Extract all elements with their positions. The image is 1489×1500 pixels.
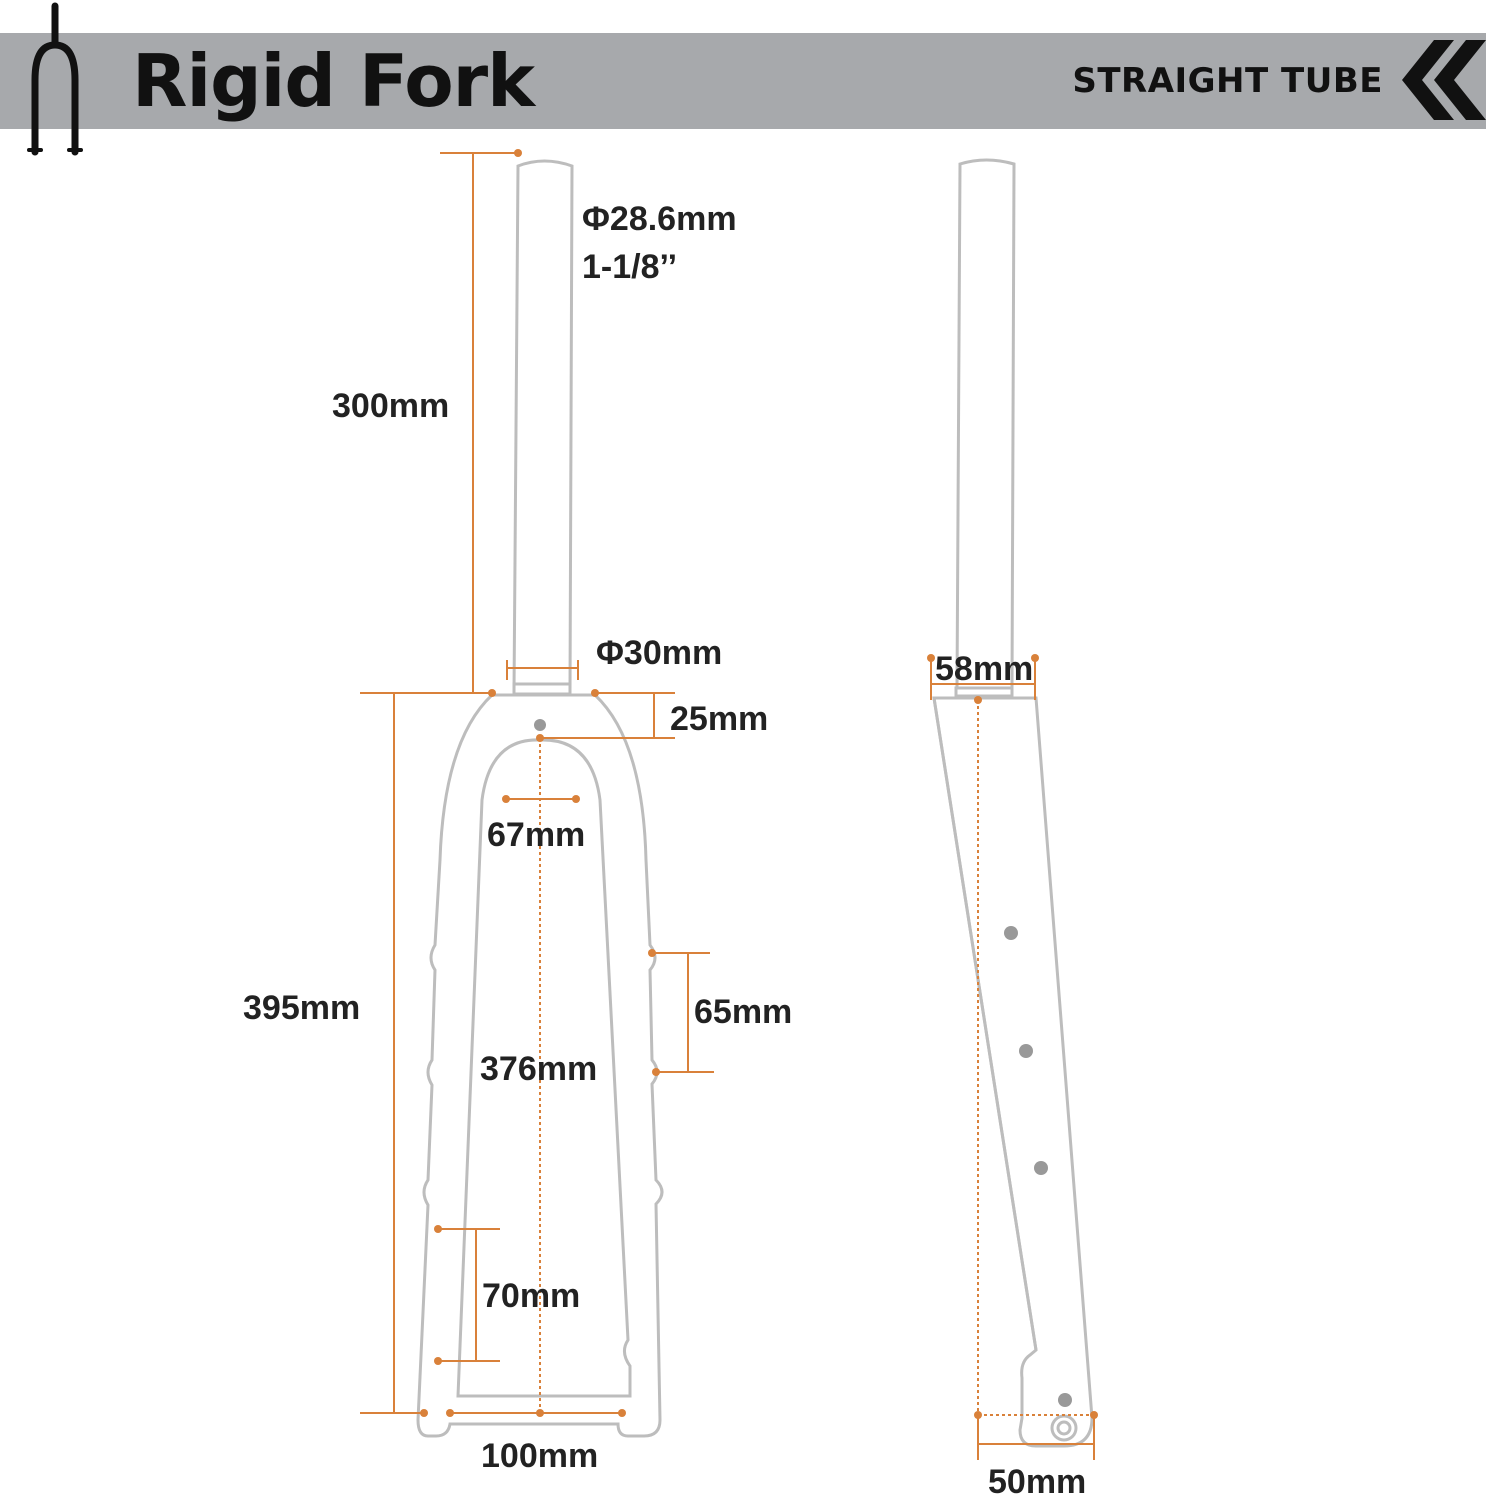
label-crown-race: Φ30mm — [596, 634, 722, 672]
crown-race — [512, 682, 572, 696]
label-steerer-length: 300mm — [332, 387, 449, 425]
fork-inner — [456, 738, 632, 1398]
label-steerer-diameter: Φ28.6mm — [582, 200, 737, 238]
fork-icon — [27, 2, 83, 156]
fork-outer — [416, 693, 664, 1438]
double-chevron-left-icon — [1402, 40, 1486, 120]
side-steerer — [955, 158, 1016, 689]
side-blade — [932, 696, 1094, 1448]
label-mount-spacing: 65mm — [694, 993, 792, 1031]
fork-front-outline — [416, 159, 664, 1438]
label-offset: 50mm — [988, 1463, 1086, 1500]
label-crown-width: 67mm — [487, 816, 585, 854]
label-side-crown: 58mm — [935, 650, 1033, 688]
fork-side-outline — [932, 158, 1094, 1448]
dimension-lines — [360, 152, 1095, 1460]
label-axle-to-crown: 395mm — [243, 989, 360, 1027]
page-title: Rigid Fork — [132, 39, 535, 123]
header-bar — [0, 33, 1486, 129]
label-crown-height: 25mm — [670, 700, 768, 738]
page-subtitle: STRAIGHT TUBE — [1072, 61, 1383, 101]
label-dropout-spacing: 100mm — [481, 1437, 598, 1475]
label-lower-mount-spacing: 70mm — [482, 1277, 580, 1315]
label-steerer-inch: 1-1/8’’ — [582, 248, 677, 286]
label-inner-length: 376mm — [480, 1050, 597, 1088]
steerer-tube — [512, 159, 574, 693]
dimension-dots — [420, 149, 1098, 1419]
